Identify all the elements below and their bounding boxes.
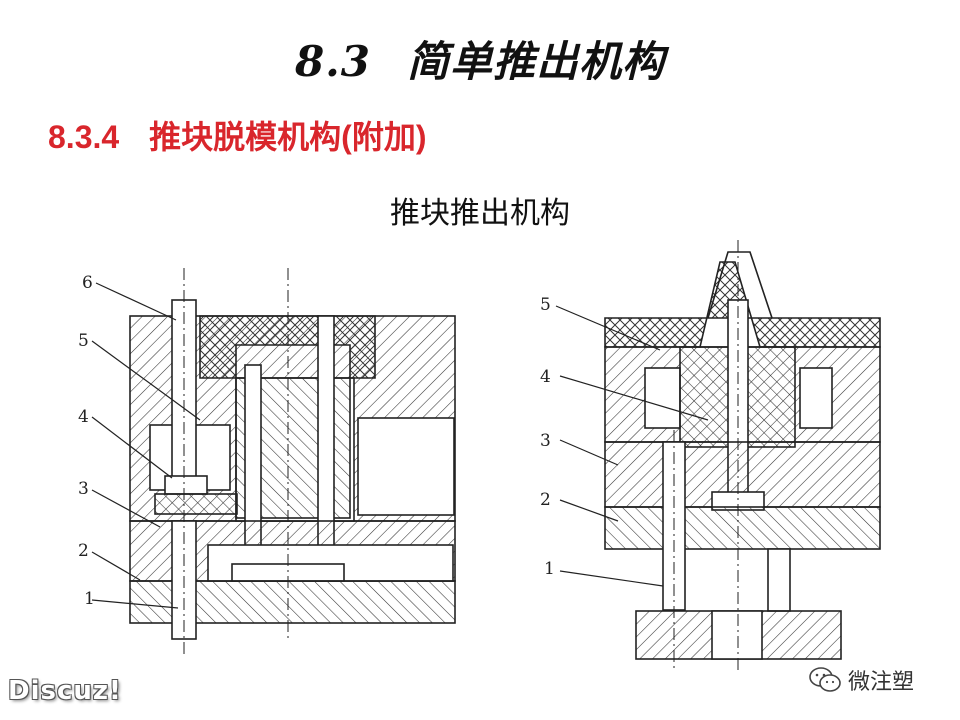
wechat-watermark-text: 微注塑 bbox=[848, 670, 915, 695]
title-text: 简单推出机构 bbox=[407, 37, 666, 86]
right-label-1: 1 bbox=[544, 559, 555, 579]
right-left-recess bbox=[644, 367, 681, 429]
slide-title: 8.3 简单推出机构 bbox=[0, 28, 960, 89]
right-label-5: 5 bbox=[540, 295, 551, 315]
right-label-2: 2 bbox=[540, 490, 551, 510]
left-stop-block bbox=[154, 493, 238, 515]
left-pin-head bbox=[164, 475, 208, 495]
wechat-icon bbox=[809, 667, 841, 692]
right-label-4: 4 bbox=[540, 367, 551, 387]
left-label-1: 1 bbox=[84, 589, 95, 609]
right-label-3: 3 bbox=[540, 431, 551, 451]
right-support-pillar bbox=[767, 548, 791, 612]
left-label-6: 6 bbox=[82, 273, 93, 293]
discuz-watermark: Discuz! bbox=[8, 676, 122, 706]
subtitle-number: 8.3.4 bbox=[48, 119, 120, 155]
right-right-recess bbox=[799, 367, 833, 429]
section-subtitle: 8.3.4 推块脱模机构(附加) bbox=[48, 112, 427, 158]
right-cone-tip bbox=[707, 251, 773, 319]
left-label-2: 2 bbox=[78, 541, 89, 561]
right-plate-2 bbox=[604, 506, 881, 550]
figure-caption: 推块推出机构 bbox=[390, 196, 570, 231]
left-label-4: 4 bbox=[78, 407, 89, 427]
left-label-5: 5 bbox=[78, 331, 89, 351]
subtitle-text: 推块脱模机构(附加) bbox=[149, 119, 427, 155]
left-mold-drawing bbox=[129, 268, 456, 655]
right-mold-drawing bbox=[604, 240, 881, 672]
right-bottom-void bbox=[711, 610, 763, 660]
left-label-3: 3 bbox=[78, 479, 89, 499]
wechat-watermark: 微注塑 bbox=[808, 664, 914, 696]
title-number: 8.3 bbox=[294, 37, 372, 86]
left-right-recess bbox=[357, 417, 455, 516]
